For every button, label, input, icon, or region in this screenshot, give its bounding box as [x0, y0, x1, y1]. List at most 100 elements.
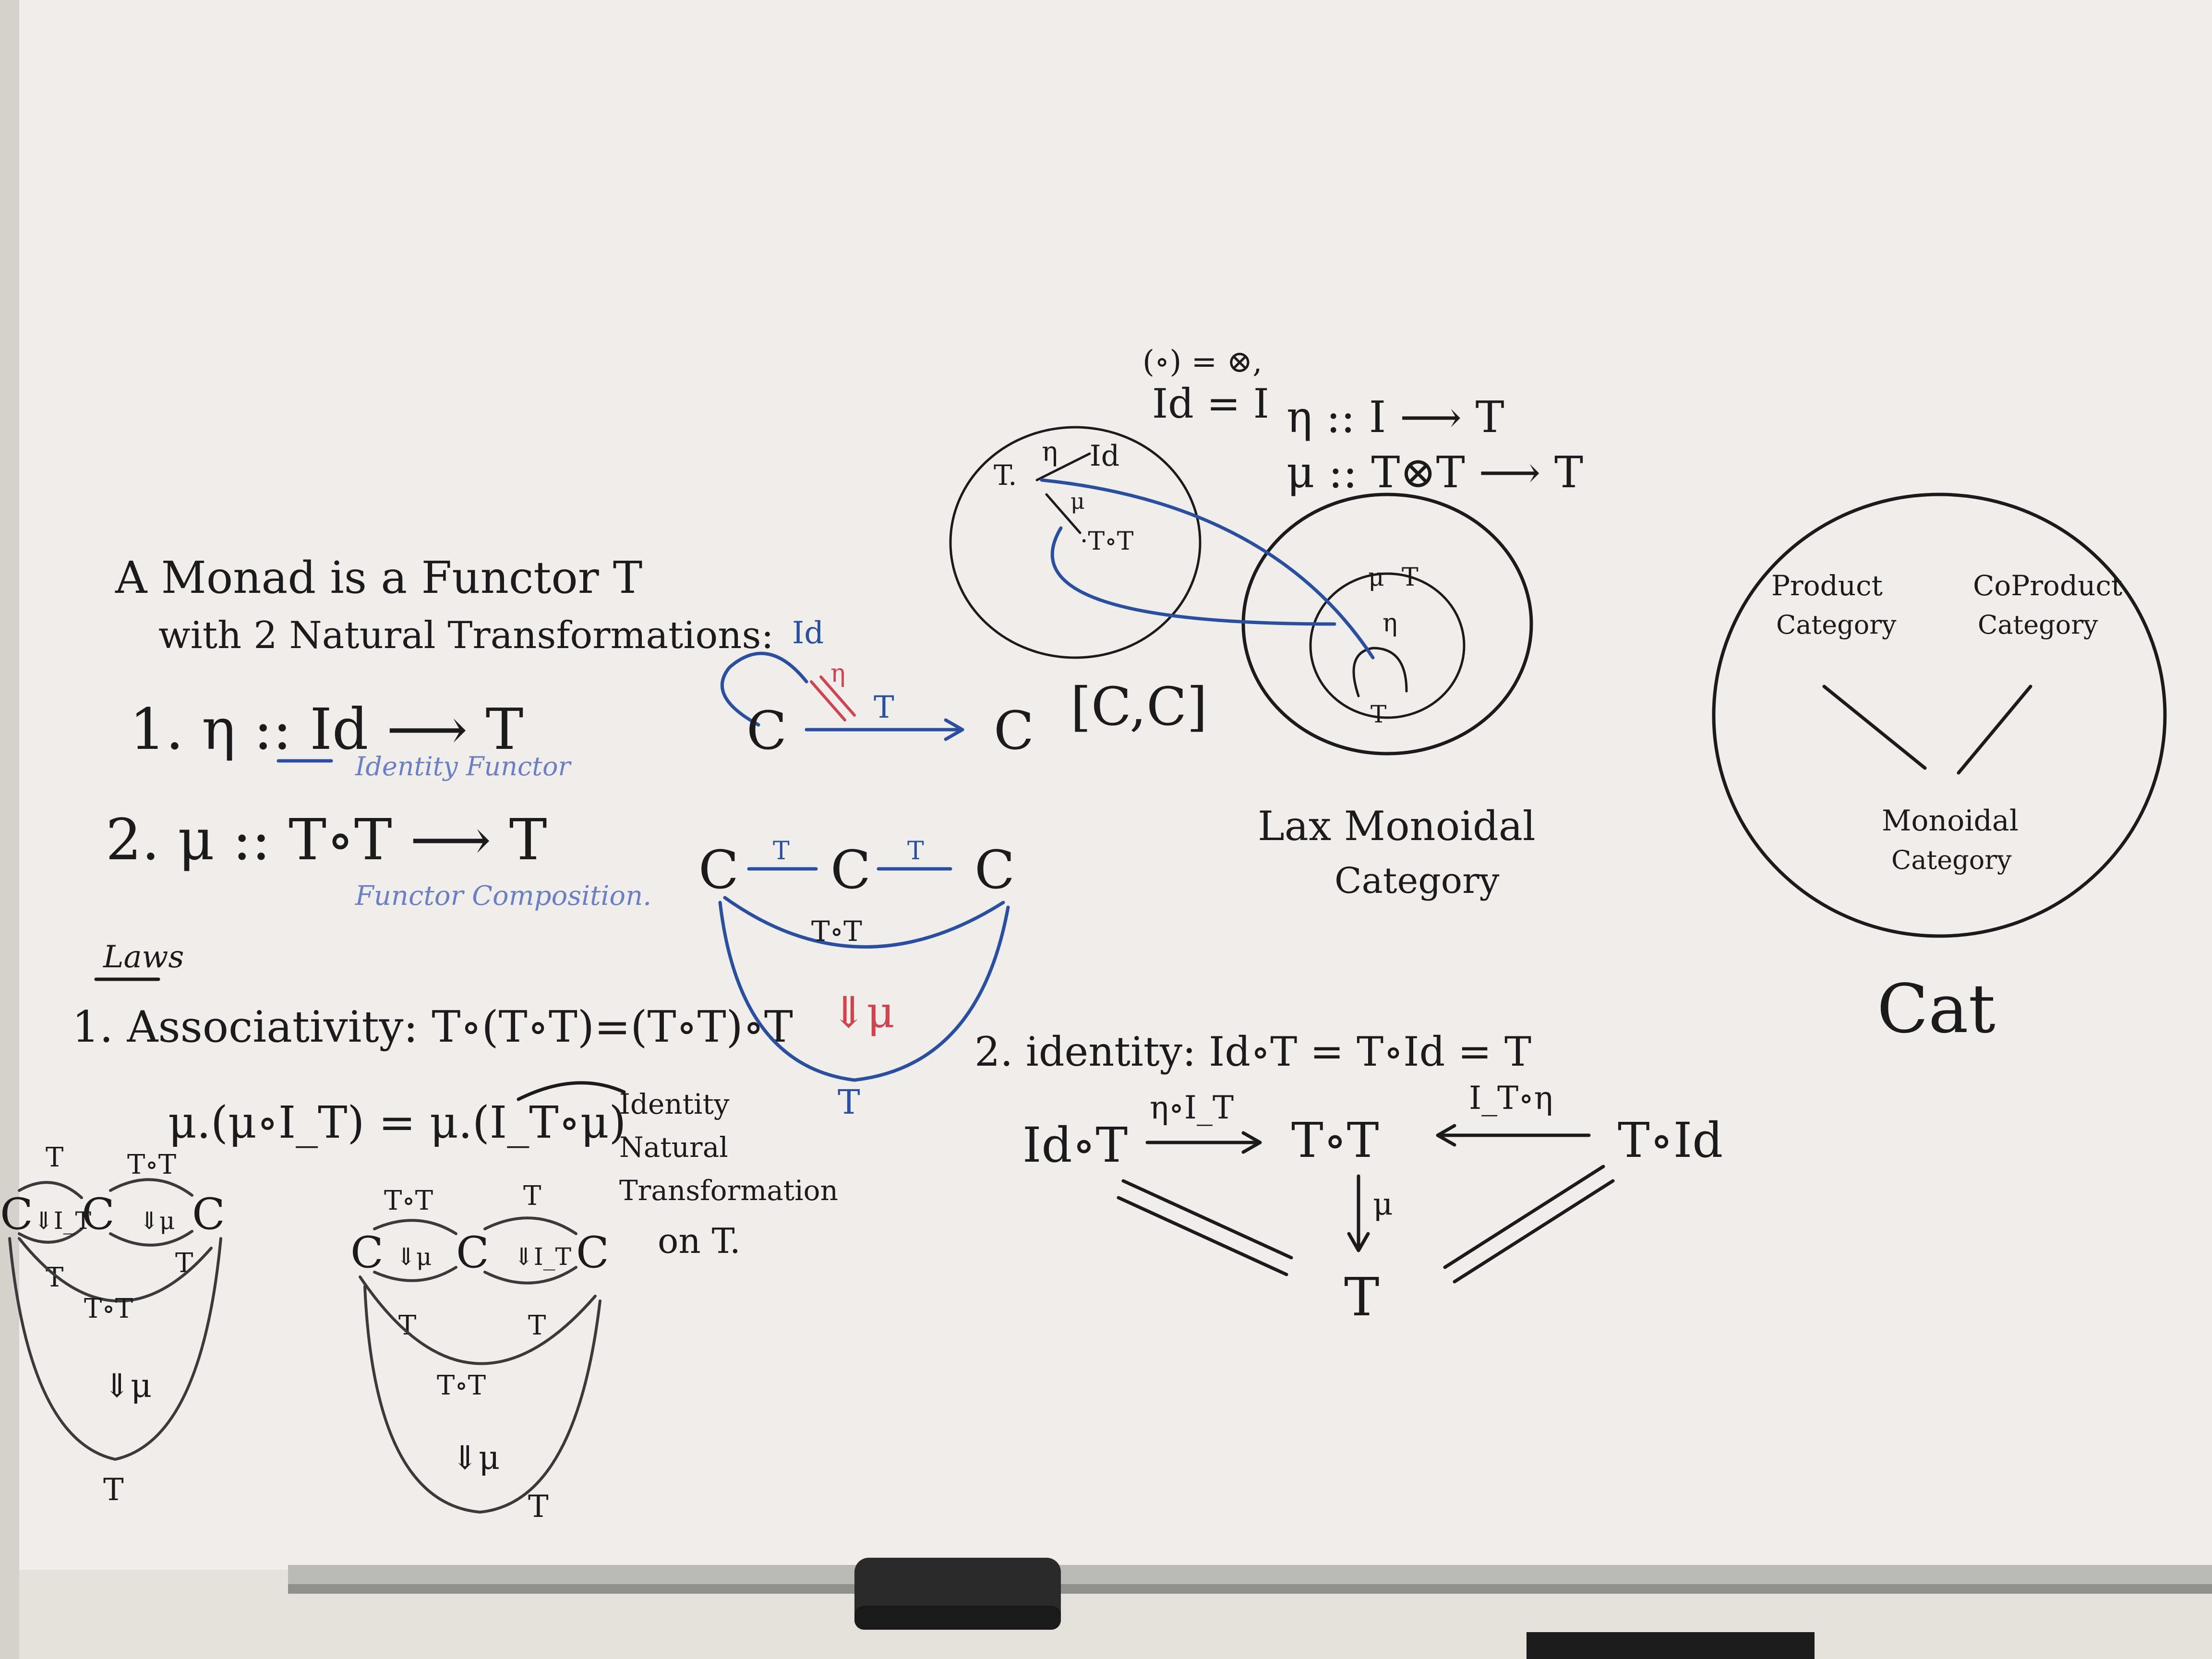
tri-eta-it: η∘I_T [1150, 1089, 1234, 1126]
composition-diagram: C T C T C T∘T ⇓μ T [698, 837, 1015, 1122]
compose-t-bottom: T [838, 1082, 860, 1122]
definition-item1: 1. η :: Id ⟶ T [130, 696, 523, 762]
small-circle-eta-arrow [1035, 452, 1091, 481]
product-category-1: Product [1771, 569, 1883, 602]
tri-it-eta: I_T∘η [1469, 1080, 1553, 1117]
medium-circle-mu: μ [1368, 563, 1384, 592]
laws-section: Laws 1. Associativity: T∘(T∘T)=(T∘T)∘T μ… [72, 939, 838, 1261]
endo-id-label: Id [792, 615, 824, 651]
tri-toid: T∘Id [1618, 1112, 1723, 1168]
identity-functor-note: Identity Functor [355, 751, 572, 781]
monoidal-mu: μ :: T⊗T ⟶ T [1286, 447, 1583, 498]
tri-equal-left-2 [1117, 1196, 1288, 1276]
right-mu-cell: ⇓μ [396, 1243, 432, 1271]
left-mu-cell: ⇓μ [139, 1207, 175, 1235]
board-surface [14, 0, 2212, 1570]
product-category-2: Category [1776, 610, 1897, 640]
cat-label: Cat [1877, 970, 1996, 1048]
tri-t: T [1344, 1266, 1379, 1328]
right-node-c3: C [576, 1227, 609, 1278]
cat-circle [1712, 493, 2167, 938]
law2: 2. identity: Id∘T = T∘Id = T [974, 1028, 1531, 1075]
left-bottom-T: T [103, 1472, 124, 1508]
right-mu-big: ⇓μ [451, 1439, 500, 1477]
small-circle-mu: μ [1070, 488, 1085, 514]
left-arc-top-2 [109, 1178, 193, 1197]
marker-tray-lip [288, 1584, 2212, 1594]
right-arrow-label-T: T [523, 1180, 541, 1212]
medium-circle-T: T [1402, 563, 1419, 592]
functor-composition-note: Functor Composition. [355, 880, 651, 912]
monoidal-note-1: (∘) = ⊗, [1142, 344, 1262, 380]
right-arc-top-1 [373, 1219, 457, 1235]
definition-item2: 2. μ :: T∘T ⟶ T [106, 806, 547, 873]
compose-c2: C [830, 839, 871, 901]
tri-mu-arrow-head [1347, 1232, 1370, 1252]
left-arc-outer [8, 1237, 222, 1461]
lax-monoidal-caption-1: Lax Monoidal [1258, 803, 1536, 850]
identity-note-1: Identity [619, 1088, 730, 1120]
identity-note-4: on T. [658, 1221, 741, 1261]
laws-heading: Laws [103, 939, 184, 975]
eraser-base [854, 1606, 1061, 1630]
left-it-cell: ⇓I_T [34, 1207, 91, 1235]
board-left-edge [0, 0, 19, 1659]
left-arc-bot-1 [18, 1227, 83, 1244]
law1: 1. Associativity: T∘(T∘T)=(T∘T)∘T [72, 1002, 793, 1052]
monoidal-category-1: Monoidal [1882, 804, 2019, 838]
right-lower-T2: T [528, 1310, 546, 1341]
left-arrow-label-T: T [46, 1142, 63, 1173]
blue-arrow-mu [1050, 526, 1336, 626]
tri-idot: Id∘T [1022, 1117, 1128, 1173]
cat-diagram: Product Category CoProduct Category Mono… [1712, 493, 2167, 1048]
id-loop [720, 651, 808, 727]
left-mu-big: ⇓μ [103, 1367, 152, 1405]
t-arrow-head [944, 718, 964, 741]
left-arrow-label-ToT: T∘T [127, 1149, 176, 1180]
endo-category-label: [C,C] [1070, 676, 1207, 737]
right-arc-outer [363, 1285, 601, 1514]
small-circle-mu-arrow [1045, 493, 1082, 534]
tri-arrow-right-head [1436, 1124, 1456, 1147]
marker[interactable] [1527, 1632, 1815, 1659]
inner-circle [1309, 572, 1466, 719]
associativity-diagram-left: T T∘T C C C ⇓I_T ⇓μ T T T∘T ⇓μ T [0, 1142, 225, 1508]
lax-monoidal-caption-2: Category [1334, 860, 1500, 902]
tri-tot: T∘T [1291, 1112, 1379, 1168]
endo-t-label: T [874, 690, 894, 725]
left-arc-mid [18, 1237, 213, 1302]
tri-arrow-left-head [1241, 1131, 1262, 1154]
small-circle-eta: η [1042, 436, 1058, 468]
identity-law: 2. identity: Id∘T = T∘Id = T Id∘T η∘I_T … [974, 1028, 1723, 1328]
tri-equal-right-1 [1443, 1165, 1605, 1269]
compose-arc-tot [723, 896, 1005, 949]
small-circle-T: T. [994, 459, 1017, 492]
right-arc-top-2 [483, 1216, 577, 1235]
monoidal-notes: (∘) = ⊗, Id = I η :: I ⟶ T μ :: T⊗T ⟶ T [1142, 344, 1583, 498]
monoidal-note-2: Id = I [1152, 380, 1269, 427]
endo-eta-label: η [830, 659, 845, 688]
coproduct-category-1: CoProduct [1973, 569, 2122, 602]
coproduct-category-2: Category [1978, 610, 2098, 640]
law1-pointer [517, 1081, 626, 1101]
right-node-c2: C [456, 1227, 489, 1278]
eta-arrow-2 [819, 675, 856, 717]
right-bottom-T: T [528, 1489, 549, 1525]
medium-circle-loop [1352, 647, 1408, 697]
eta-arrow-1 [810, 680, 846, 721]
associativity-diagram-right: T∘T T C C C ⇓μ ⇓I_T T T T∘T ⇓μ T [350, 1180, 609, 1525]
medium-circle [1241, 493, 1533, 756]
left-mid-ToT: T∘T [84, 1293, 133, 1324]
identity-note-2: Natural [619, 1131, 728, 1164]
compose-arc-t [718, 901, 1010, 1082]
compose-c1: C [698, 839, 739, 901]
left-lower-T: T [46, 1262, 63, 1293]
left-node-c1: C [0, 1189, 33, 1239]
right-node-c1: C [350, 1227, 384, 1278]
identity-note-3: Transformation [619, 1174, 838, 1207]
compose-t1: T [773, 837, 790, 866]
monoid-circles: T. η Id μ ·T∘T μ T η T Lax Monoidal Cate… [949, 426, 1536, 902]
coproduct-arrow [1957, 685, 2032, 775]
left-arc-top-1 [18, 1181, 83, 1199]
